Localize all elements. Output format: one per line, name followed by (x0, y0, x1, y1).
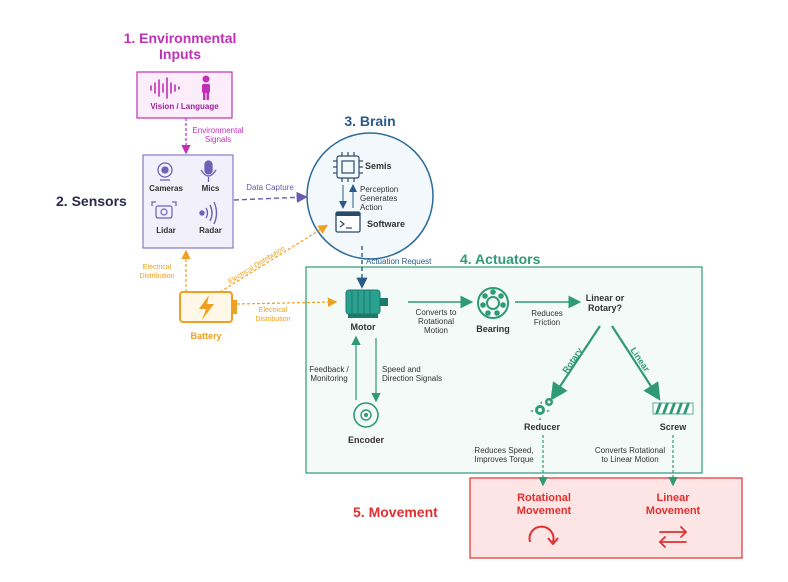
actuation-request-label: Actuation Request (366, 257, 432, 266)
person-icon (202, 75, 210, 100)
speed-direction-line1: Speed and (382, 365, 421, 374)
soundwave-icon (150, 77, 180, 99)
converts-linear-line2: to Linear Motion (601, 455, 659, 464)
brain-title: 3. Brain (344, 113, 396, 129)
linear-movement-line2: Movement (645, 505, 701, 517)
rotational-movement-line2: Movement (516, 505, 572, 517)
reduces-friction-label: Reduces Friction (522, 309, 572, 327)
linear-movement-label: Linear Movement (625, 492, 721, 518)
rotational-movement-line1: Rotational (517, 492, 571, 504)
encoder-icon (353, 402, 379, 428)
movement-title: 5. Movement (353, 504, 438, 520)
sensors-title: 2. Sensors (56, 193, 127, 209)
perception-label: Perception Generates Action (360, 185, 400, 212)
movement-box (469, 477, 743, 559)
encoder-label: Encoder (347, 435, 384, 445)
converts-linear-line1: Converts Rotational (594, 446, 666, 455)
env-inputs-title: 1. Environmental Inputs (100, 30, 260, 62)
speed-direction-line2: Direction Signals (382, 374, 443, 383)
converts-rotational-line3: Motion (423, 326, 448, 335)
perception-line2: Generates (360, 194, 398, 203)
converts-rotational-line1: Converts to (415, 308, 457, 317)
converts-linear-label: Converts Rotational to Linear Motion (590, 446, 670, 464)
cameras-label: Cameras (149, 184, 183, 193)
camera-icon (157, 162, 173, 181)
lidar-icon (151, 201, 177, 219)
environmental-signals-line2: Signals (204, 135, 232, 144)
semis-label: Semis (365, 161, 392, 171)
decision-line1: Linear or (585, 293, 625, 303)
motor-icon (345, 289, 388, 318)
electrical-distribution-left-line1: Electrical (142, 264, 172, 271)
swap-arrows-icon (659, 526, 687, 548)
rotate-icon (528, 525, 559, 545)
electrical-distribution-motor-label: Electrical Distribution (246, 306, 300, 324)
battery-icon (179, 291, 237, 323)
reducer-label: Reducer (523, 422, 560, 432)
perception-line3: Action (360, 203, 383, 212)
feedback-line2: Monitoring (310, 374, 348, 383)
software-label: Software (367, 219, 406, 229)
converts-rotational-label: Converts to Rotational Motion (410, 308, 462, 335)
feedback-monitoring-label: Feedback / Monitoring (304, 365, 354, 383)
mics-label: Mics (201, 184, 220, 193)
electrical-distribution-motor-line1: Electrical (258, 307, 288, 314)
reduces-friction-line2: Friction (533, 318, 561, 327)
decision-line2: Rotary? (587, 303, 622, 313)
lidar-label: Lidar (156, 226, 176, 235)
decision-label: Linear or Rotary? (575, 293, 635, 313)
gears-icon (530, 398, 553, 420)
reduces-speed-line2: Improves Torque (474, 455, 534, 464)
mic-icon (200, 160, 217, 182)
chip-icon (333, 152, 363, 182)
terminal-icon (335, 211, 361, 233)
feedback-line1: Feedback / (309, 365, 349, 374)
screw-label: Screw (659, 422, 687, 432)
battery-label: Battery (190, 331, 222, 341)
actuators-title: 4. Actuators (460, 251, 541, 267)
linear-movement-line1: Linear (656, 492, 690, 504)
reduces-friction-line1: Reduces (531, 309, 563, 318)
radar-icon (199, 201, 218, 225)
env-inputs-title-line1: 1. Environmental (123, 30, 237, 46)
vision-language-label: Vision / Language (150, 102, 219, 111)
bearing-icon (477, 287, 509, 319)
reduces-speed-line1: Reduces Speed, (474, 446, 534, 455)
radar-label: Radar (199, 226, 222, 235)
perception-line1: Perception (360, 185, 399, 194)
env-inputs-title-line2: Inputs (159, 46, 201, 62)
motor-label: Motor (350, 322, 376, 332)
environmental-signals-label: Environmental Signals (188, 126, 248, 144)
rotational-movement-label: Rotational Movement (496, 492, 592, 518)
bearing-label: Bearing (476, 324, 510, 334)
electrical-distribution-left-label: Electrical Distribution (130, 263, 184, 281)
electrical-distribution-diagonal-label: Electrical Distribution (227, 245, 286, 286)
reduces-speed-label: Reduces Speed, Improves Torque (470, 446, 538, 464)
electrical-distribution-left-line2: Distribution (139, 273, 175, 280)
screw-icon (652, 402, 694, 415)
data-capture-label: Data Capture (246, 183, 294, 192)
converts-rotational-line2: Rotational (417, 317, 455, 326)
environmental-signals-line1: Environmental (192, 126, 244, 135)
env-inputs-box (136, 71, 233, 119)
electrical-distribution-motor-line2: Distribution (255, 316, 291, 323)
speed-direction-label: Speed and Direction Signals (382, 365, 452, 383)
